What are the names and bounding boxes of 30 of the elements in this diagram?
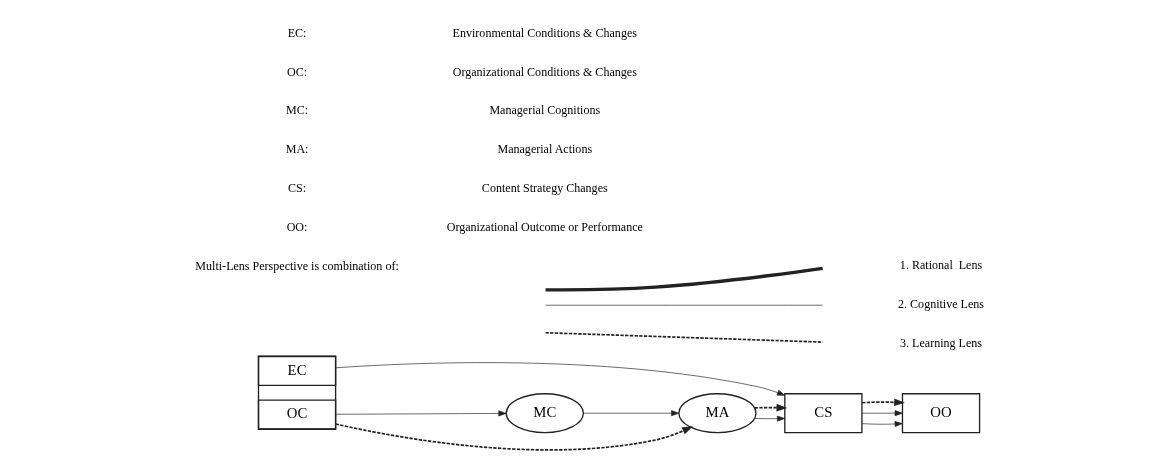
label: Organizational Conditions & Changes [452,64,637,79]
node-box: CS [784,393,863,434]
label: Content Strategy Changes [481,181,608,196]
node-ellipse: MC [505,393,584,434]
arrow [335,362,786,396]
arrow [754,415,786,422]
label: Managerial Cognitions [489,103,601,118]
label: MC: [286,103,309,118]
arrow [753,403,788,412]
arrow [583,410,680,417]
legend-label: 2. Cognitive Lens [898,297,985,312]
arrow [335,410,507,417]
label: Multi-Lens Perspective is combination of: [195,258,399,273]
arrow [861,410,903,417]
label: Organizational Outcome or Performance [446,220,643,235]
label: Environmental Conditions & Changes [452,25,637,40]
label: Managerial Actions [497,142,593,157]
arrow [861,421,903,427]
legend-label: 1. Rational Lens [899,258,983,273]
label: MA: [285,142,309,157]
node-box: OO [901,393,981,434]
label: OC: [287,64,308,79]
label: OO: [286,220,308,235]
node-box: OC [257,399,337,430]
label: EC: [287,25,307,40]
node-box: EC [257,355,337,387]
label: CS: [288,181,307,196]
legend-label: 3. Learning Lens [900,336,983,351]
arrow [334,423,693,451]
arrow [861,398,905,407]
